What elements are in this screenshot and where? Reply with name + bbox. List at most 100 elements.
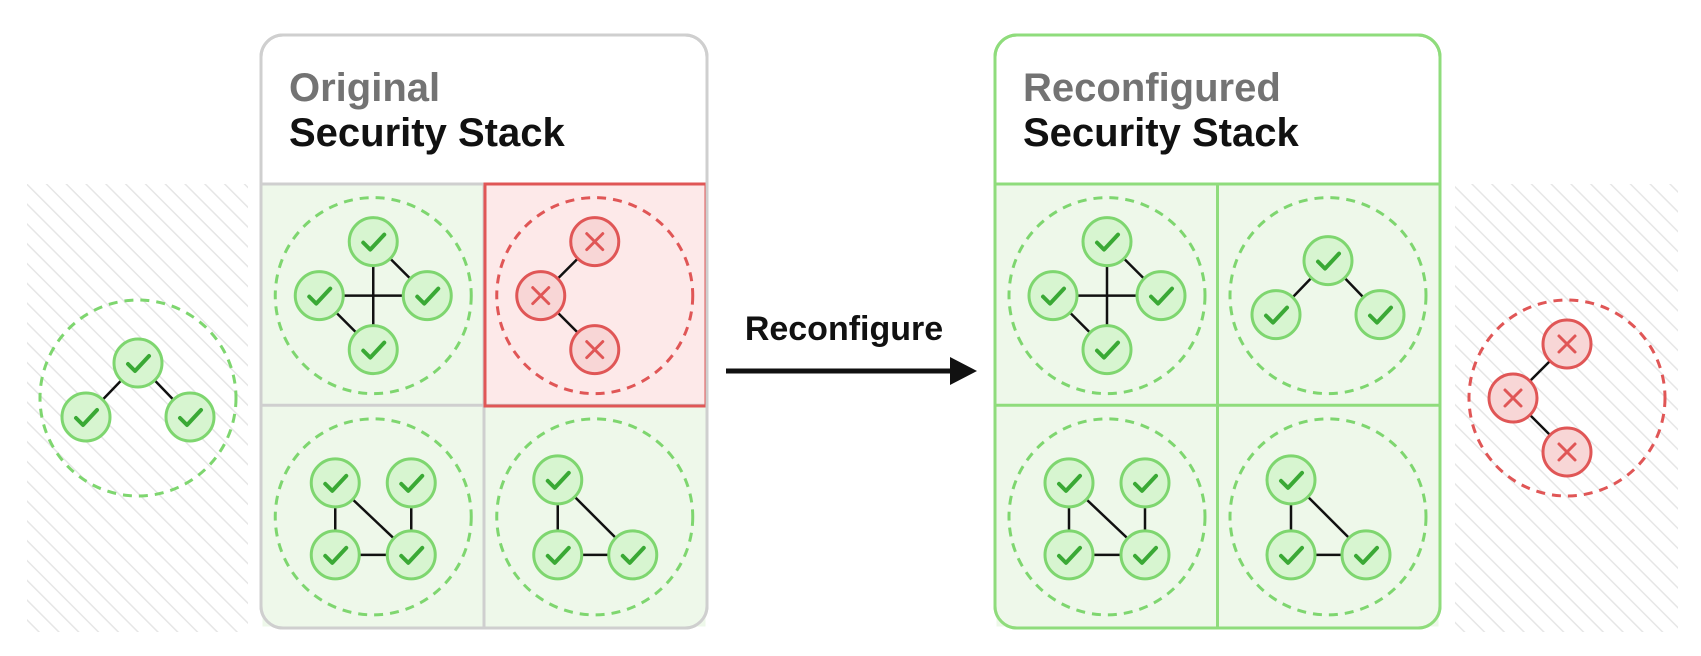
node-circle — [1135, 270, 1187, 322]
node-circle — [1081, 324, 1133, 376]
node-circle — [1340, 529, 1392, 581]
check-icon — [164, 391, 216, 443]
module-boundary — [1228, 196, 1428, 396]
node-circle — [1043, 529, 1095, 581]
node-circle — [309, 457, 361, 509]
node-circle — [607, 529, 659, 581]
check-icon — [1043, 457, 1095, 509]
original-cell-3 — [262, 405, 484, 627]
x-icon — [1541, 426, 1593, 478]
check-icon — [1340, 529, 1392, 581]
check-mark — [361, 340, 387, 360]
original-title-line2: Security Stack — [289, 111, 565, 155]
node-circle — [1354, 289, 1406, 341]
check-mark — [323, 473, 349, 493]
x-icon — [515, 270, 567, 322]
check-icon — [112, 337, 164, 389]
check-mark — [1316, 251, 1341, 271]
check-icon — [385, 529, 437, 581]
module-boundary — [495, 196, 695, 396]
check-mark — [620, 545, 646, 565]
x-mark-b — [585, 232, 605, 252]
node-circle — [1265, 454, 1317, 506]
module-boundary — [38, 298, 238, 498]
check-mark — [1133, 473, 1158, 493]
original-cell-1 — [262, 184, 484, 406]
node-circle — [1119, 529, 1171, 581]
check-mark — [1149, 286, 1174, 306]
left-hatch-bg — [27, 184, 248, 632]
x-icon — [569, 216, 621, 268]
check-mark — [74, 408, 99, 427]
reconfigured-title-line1: Reconfigured — [1023, 66, 1281, 110]
node-circle — [60, 391, 112, 443]
check-mark — [1041, 286, 1066, 306]
node-circle — [112, 337, 164, 389]
check-icon — [347, 216, 399, 268]
module-boundary — [273, 417, 473, 617]
check-mark — [1095, 340, 1120, 360]
module-ok — [1007, 417, 1207, 617]
reconfigure-arrow: Reconfigure — [726, 310, 977, 385]
x-icon — [569, 324, 621, 376]
check-mark — [1279, 545, 1304, 565]
node-circle — [347, 324, 399, 376]
node-circle — [1027, 270, 1079, 322]
node-circle — [1265, 529, 1317, 581]
check-icon — [532, 529, 584, 581]
x-mark-b — [1503, 388, 1523, 408]
module-ok — [495, 417, 695, 617]
node-circle — [401, 270, 453, 322]
module-faulty — [495, 196, 695, 396]
check-mark — [1095, 232, 1120, 252]
reconfigured-cell-3 — [996, 405, 1218, 627]
check-mark — [307, 286, 333, 306]
reconfigure-label: Reconfigure — [745, 310, 943, 348]
reconfigured-cell-1 — [996, 184, 1218, 406]
original-stack-panel: Original Security Stack — [259, 33, 709, 630]
module-boundary — [1467, 298, 1667, 498]
check-mark — [1264, 305, 1289, 325]
check-icon — [1043, 529, 1095, 581]
original-panel-frame-outline — [259, 33, 709, 630]
check-mark — [178, 408, 203, 427]
check-icon — [1265, 454, 1317, 506]
x-mark-b — [585, 340, 605, 360]
spare-module-ok — [38, 298, 238, 498]
check-icon — [60, 391, 112, 443]
check-mark — [545, 470, 571, 490]
check-mark — [1279, 470, 1304, 490]
right-removed-area — [1455, 184, 1678, 632]
check-mark — [361, 232, 387, 252]
x-mark-b — [1557, 442, 1577, 462]
x-icon — [1541, 318, 1593, 370]
node-circle — [532, 529, 584, 581]
node-circle — [1119, 457, 1171, 509]
node-circle — [385, 529, 437, 581]
check-icon — [607, 529, 659, 581]
check-mark — [545, 545, 571, 565]
node-circle — [309, 529, 361, 581]
module-boundary — [495, 417, 695, 617]
cell-background — [996, 405, 1218, 627]
original-cell-2 — [484, 184, 706, 406]
check-icon — [385, 457, 437, 509]
module-ok — [1007, 196, 1207, 396]
node-circle — [347, 216, 399, 268]
removed-module-faulty — [1467, 298, 1667, 498]
check-icon — [347, 324, 399, 376]
check-icon — [1119, 457, 1171, 509]
module-boundary — [1007, 417, 1207, 617]
original-title-line1: Original — [289, 66, 440, 110]
check-mark — [126, 354, 151, 373]
check-mark — [1354, 545, 1379, 565]
reconfigured-cell-2 — [1217, 184, 1439, 406]
spare-module — [38, 298, 238, 498]
original-cell-4 — [484, 405, 706, 627]
check-mark — [415, 286, 441, 306]
node-circle — [385, 457, 437, 509]
check-icon — [1027, 270, 1079, 322]
cell-background — [262, 405, 484, 627]
removed-module — [1467, 298, 1667, 498]
